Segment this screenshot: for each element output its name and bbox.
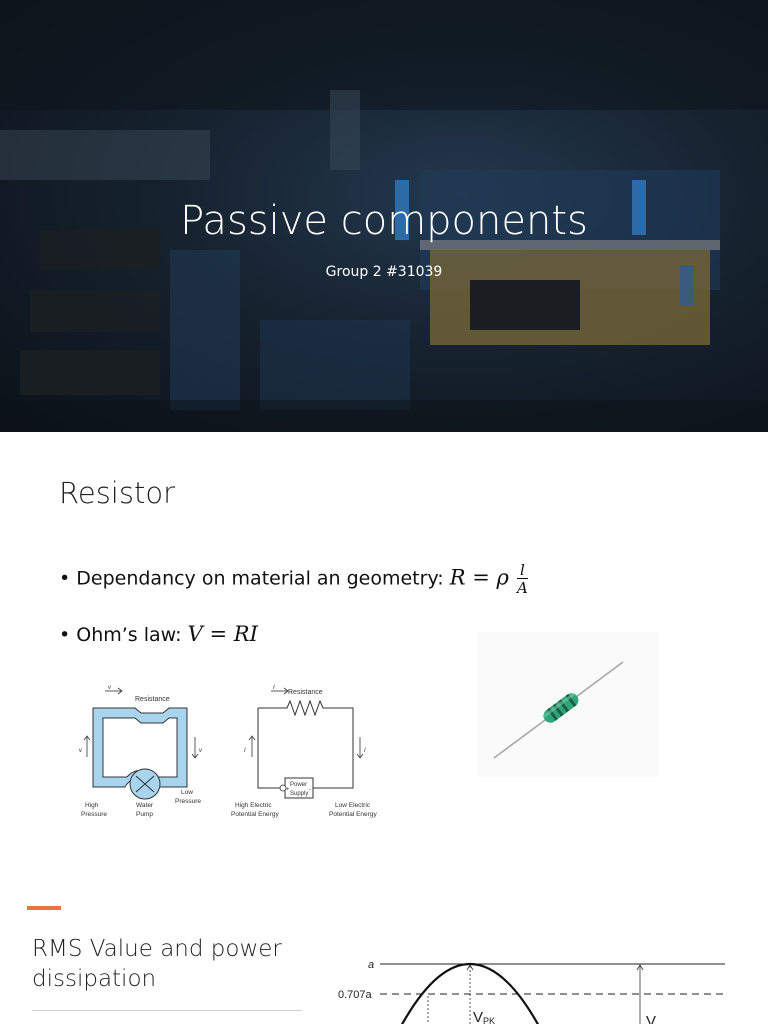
resistance-label: Resistance (135, 696, 170, 703)
svg-text:Supply: Supply (290, 791, 308, 797)
title-divider (32, 1010, 302, 1011)
svg-text:Pressure: Pressure (175, 798, 201, 805)
bullet-ohms-law: • Ohm’s law: V = RI (59, 622, 258, 646)
water-electric-analogy-diagram: v v v Resistance High Pressure Water Pum… (79, 685, 377, 818)
slide-title: RMS Value and power dissipation (32, 936, 282, 992)
bullet-marker: • (59, 624, 77, 646)
slide-title: Resistor (59, 476, 175, 510)
svg-text:High Electric: High Electric (235, 802, 272, 809)
bullet-text: Dependancy on material an geometry: (76, 567, 450, 590)
svg-text:Power: Power (290, 782, 307, 788)
svg-text:v: v (199, 748, 203, 754)
svg-text:I: I (244, 748, 246, 754)
svg-text:Potential Energy: Potential Energy (231, 811, 279, 818)
bullet-marker: • (59, 567, 77, 590)
slide-subtitle: Group 2 #31039 (325, 264, 443, 280)
formula-ohms-law: V = RI (187, 622, 258, 646)
velocity-label: v (108, 685, 112, 691)
svg-text:Potential Energy: Potential Energy (329, 811, 377, 818)
svg-text:PK: PK (483, 1016, 495, 1024)
bullet-material-geometry: • Dependancy on material an geometry: R … (59, 562, 528, 596)
rms-slide: RMS Value and power dissipation a 0.707a… (0, 864, 768, 1024)
svg-text:Water: Water (136, 802, 154, 809)
current-label: I (273, 685, 275, 691)
circuit-board-background (0, 0, 768, 432)
vrms-label: V (646, 1013, 656, 1024)
formula-resistance: R = ρ (449, 565, 509, 590)
svg-text:Low: Low (181, 789, 193, 796)
electric-circuit: I I I Resistance Power Supply + - High E… (231, 685, 377, 818)
svg-text:v: v (79, 748, 83, 754)
svg-text:I: I (364, 748, 366, 754)
svg-text:High: High (85, 802, 99, 809)
svg-text:Low Electric: Low Electric (335, 802, 371, 809)
resistance-label: Resistance (288, 689, 323, 696)
svg-text:-: - (309, 787, 311, 793)
bullet-text: Ohm’s law: (76, 624, 188, 646)
title-slide: Passive components Group 2 #31039 (0, 0, 768, 432)
resistor-photo (478, 632, 658, 777)
water-circuit: v v v Resistance High Pressure Water Pum… (79, 685, 203, 818)
svg-text:Pump: Pump (136, 811, 153, 818)
resistor-slide: Resistor • Dependancy on material an geo… (0, 432, 768, 864)
rms-sine-diagram: a 0.707a V PK V (338, 959, 725, 1024)
svg-text:+: + (286, 787, 290, 793)
accent-bar (27, 906, 61, 910)
rms-level-label: 0.707a (338, 989, 373, 1001)
svg-text:Pressure: Pressure (81, 811, 107, 818)
amplitude-label: a (368, 959, 374, 971)
slide-title: Passive components (180, 198, 588, 244)
vpk-label: V (473, 1009, 483, 1024)
